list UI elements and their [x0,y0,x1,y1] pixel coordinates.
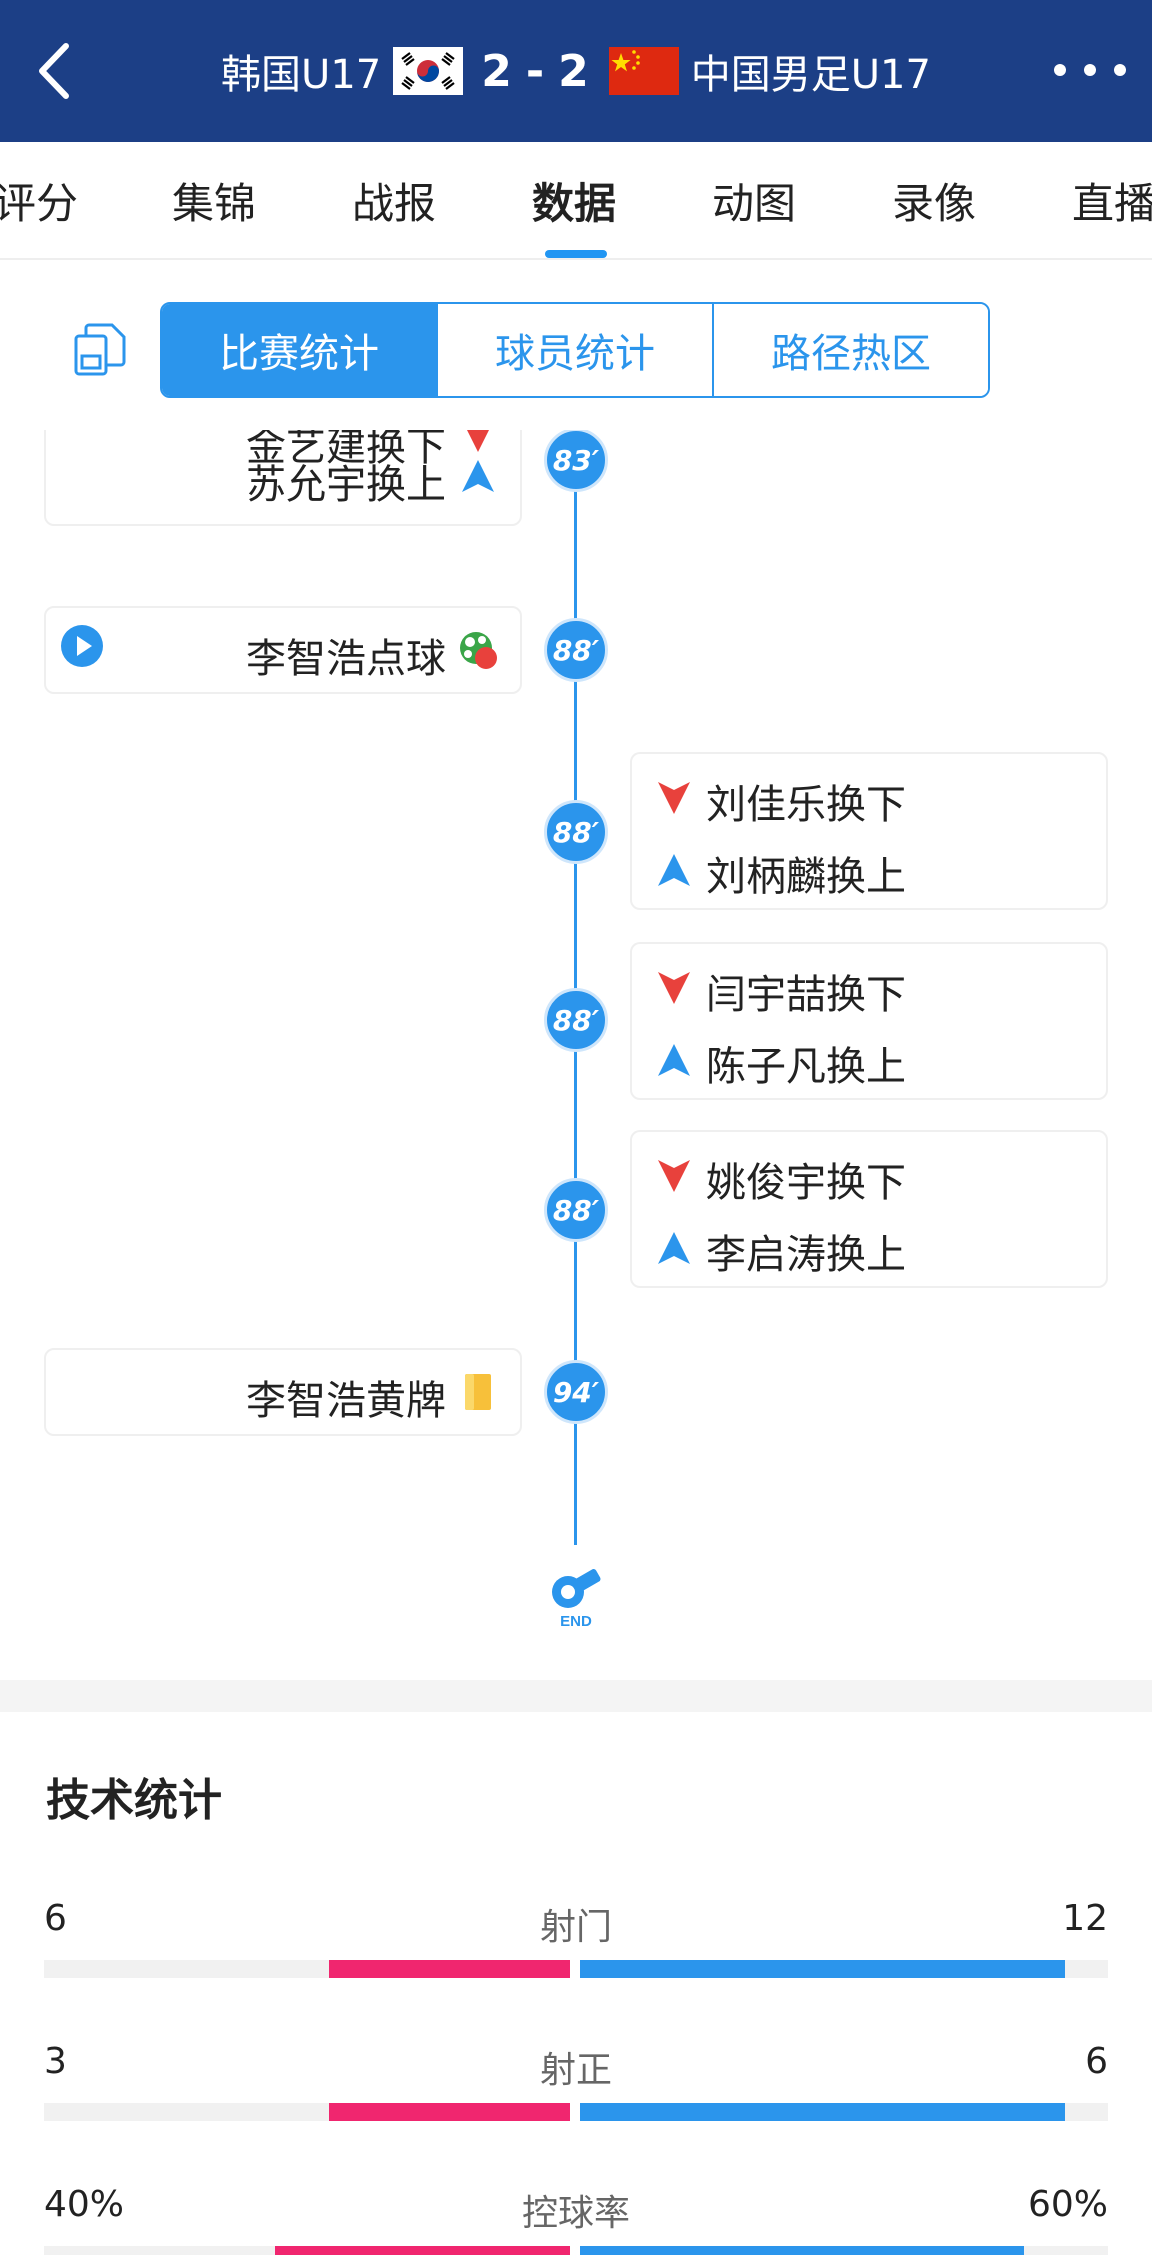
timeline-event-card[interactable]: 李智浩点球 [44,606,522,694]
sub-out-icon [467,430,489,452]
stat-bar-home-track [44,2246,570,2255]
tab-highlights[interactable]: 集锦 [172,179,257,228]
timeline-event-card[interactable]: 李智浩黄牌 [44,1348,522,1436]
sub-in-icon [658,854,690,886]
stat-home-value: 3 [44,2041,67,2082]
end-label: END [560,1613,592,1630]
stat-bar-away-track [580,1960,1108,1978]
sub-out-icon [658,972,690,1004]
event-minute: 94′ [544,1360,608,1424]
tech-stats-title: 技术统计 [46,1775,222,1826]
sub-out-icon [658,782,690,814]
stat-label: 射正 [539,2050,612,2091]
segment-heatmap[interactable]: 路径热区 [714,304,988,396]
tab-data[interactable]: 数据 [532,179,617,228]
section-divider [0,1680,1152,1712]
tab-report[interactable]: 战报 [352,179,437,228]
more-dot [1054,64,1066,76]
stat-bar-away-track [580,2103,1108,2121]
event-text: 姚俊宇换下 [706,1160,906,1206]
tab-gifs[interactable]: 动图 [712,179,797,228]
match-header: 韩国U17 2 - 2 中国男足U17 [0,0,1152,142]
share-image-icon[interactable] [72,322,128,378]
more-options-icon[interactable] [1054,48,1126,92]
segment-player-stats[interactable]: 球员统计 [438,304,714,396]
video-play-icon[interactable] [60,624,104,668]
stat-bar-home [329,1960,570,1978]
event-minute: 88′ [544,988,608,1052]
more-dot [1084,64,1096,76]
tab-rating[interactable]: 评分 [0,179,79,228]
china-flag-icon [608,47,679,95]
stat-bar-away-track [580,2246,1108,2255]
stat-home-value: 6 [44,1898,67,1939]
stat-away-value: 6 [1085,2041,1108,2082]
event-minute: 88′ [544,800,608,864]
away-score: 2 [558,45,591,97]
event-minute: 88′ [544,1178,608,1242]
stat-row-shots: 6 射门 12 [44,1898,1108,2008]
event-text: 苏允宇换上 [246,462,446,508]
stat-bar-home [329,2103,570,2121]
stat-bar-home-track [44,1960,570,1978]
back-arrow-icon[interactable] [30,36,80,106]
timeline-event-card[interactable]: 刘佳乐换下 刘柄麟换上 [630,752,1108,910]
event-minute: 83′ [544,430,608,492]
home-score: 2 [481,45,514,97]
event-text: 李智浩点球 [246,636,446,682]
stat-home-value: 40% [44,2184,125,2225]
sub-in-icon [658,1044,690,1076]
event-text: 陈子凡换上 [706,1044,906,1090]
match-tabs: 评分 集锦 战报 数据 动图 录像 直播 [0,142,1152,260]
home-team-name: 韩国U17 [221,52,382,98]
korea-flag-icon [393,47,464,95]
penalty-goal-icon [460,632,497,669]
tab-replay[interactable]: 录像 [892,179,977,228]
segment-match-stats[interactable]: 比赛统计 [162,304,438,396]
sub-in-icon [658,1232,690,1264]
end-whistle-icon: END [552,1569,601,1630]
timeline-event-card[interactable]: 金艺建换下 苏允宇换上 [44,430,522,526]
away-team-name: 中国男足U17 [690,52,931,98]
stat-row-possession: 40% 控球率 60% [44,2184,1108,2255]
stat-row-shots-on-target: 3 射正 6 [44,2041,1108,2151]
stat-bar-away [580,2103,1065,2121]
timeline-event-card[interactable]: 姚俊宇换下 李启涛换上 [630,1130,1108,1288]
event-text: 李智浩黄牌 [246,1378,446,1424]
timeline-line [574,430,577,1545]
event-text: 金艺建换下 [246,430,446,470]
stat-away-value: 12 [1062,1898,1108,1939]
yellow-card-icon [465,1374,491,1410]
stat-bar-away [580,2246,1024,2255]
stat-label: 控球率 [521,2193,630,2234]
stat-bar-home-track [44,2103,570,2121]
timeline-event-card[interactable]: 闫宇喆换下 陈子凡换上 [630,942,1108,1100]
stat-bar-home [275,2246,570,2255]
sub-out-icon [658,1160,690,1192]
event-text: 闫宇喆换下 [706,972,906,1018]
stat-label: 射门 [539,1907,612,1948]
match-title: 韩国U17 2 - 2 中国男足U17 [0,0,1152,142]
score-separator: - [525,45,547,97]
event-timeline: 金艺建换下 苏允宇换上 83′ 李智浩点球 88′ 刘佳乐换下 [0,430,1152,1680]
event-text: 刘佳乐换下 [706,782,906,828]
event-text: 李启涛换上 [706,1232,906,1278]
more-dot [1114,64,1126,76]
stats-segmented-control: 比赛统计 球员统计 路径热区 [160,302,990,398]
active-tab-indicator [545,250,607,258]
tab-live[interactable]: 直播 [1072,179,1152,228]
stat-bar-away [580,1960,1065,1978]
event-minute: 88′ [544,618,608,682]
event-text: 刘柄麟换上 [706,854,906,900]
sub-in-icon [462,460,494,492]
stat-away-value: 60% [1027,2184,1108,2225]
